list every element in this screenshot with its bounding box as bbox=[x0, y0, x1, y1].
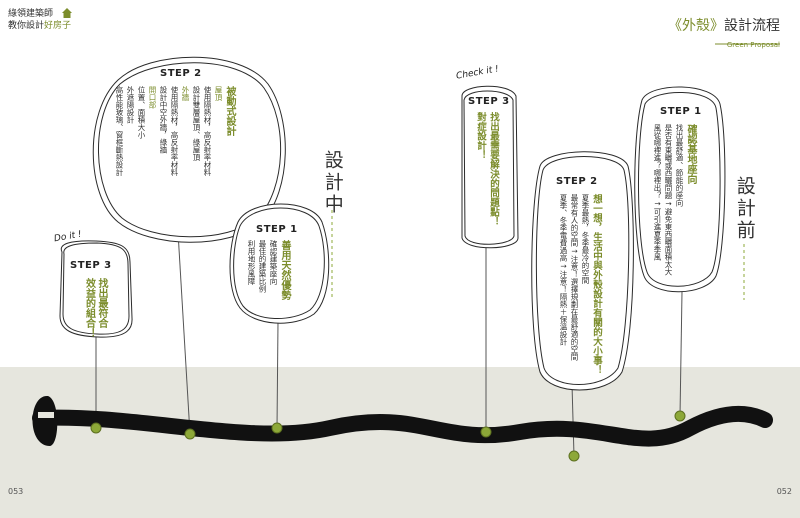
roof-line2: 設計雙層屋頂、綠屋頂 bbox=[192, 86, 201, 161]
right-step2-label: STEP 2 bbox=[556, 176, 598, 187]
right-step3-text: 找出最需要解決的問題點！ 對症設計！ bbox=[474, 112, 500, 226]
left-step1-line1: 確認建築座向 bbox=[269, 240, 278, 285]
wall-label: 外牆 bbox=[181, 86, 190, 101]
wall-line2: 設計中空外牆，綠牆 bbox=[159, 86, 168, 154]
road bbox=[32, 395, 773, 447]
phase-dashes bbox=[331, 210, 745, 300]
book-title-line2b: 好房子 bbox=[44, 21, 72, 31]
left-step3-label: STEP 3 bbox=[70, 260, 112, 271]
opening-line2: 外遮陽設計 bbox=[126, 86, 135, 124]
right-step1-line3: 風從哪裡進？哪裡出？→可引進夏季季風 bbox=[653, 124, 662, 261]
left-step3-line1: 找出最符合 bbox=[96, 278, 107, 328]
right-step2-text: 想一想，生活中與外殼設計有關的大小事！ 夏季最熱，冬季最冷的空間 最常有人的空間… bbox=[558, 194, 602, 375]
chapter-title-text: 設計流程 bbox=[724, 18, 780, 34]
book-title-line1: 綠領建築師 bbox=[8, 9, 54, 19]
left-step3-line2: 效益的組合！ bbox=[83, 278, 95, 338]
milestone-dots bbox=[90, 410, 686, 462]
left-step2-text: 被動式設計 屋頂 使用隔熱材，高反射率材料 設計雙層屋頂、綠屋頂 外牆 使用隔熱… bbox=[114, 86, 235, 214]
page-number-left: 053 bbox=[8, 487, 24, 496]
chapter-title: 《外殼》設計流程 Green Proposal bbox=[668, 15, 780, 49]
chapter-subtitle: Green Proposal bbox=[726, 41, 780, 49]
left-step1-line3: 利用地形風障 bbox=[247, 240, 256, 285]
opening-line3: 高性能玻璃、窗框斷熱設計 bbox=[115, 86, 124, 176]
roof-label: 屋頂 bbox=[214, 86, 223, 101]
house-icon bbox=[62, 8, 72, 18]
right-step2-line3: 夏季、冬季電費過高→注意！隔熱＋保溫設計 bbox=[559, 194, 568, 346]
right-step1-text: 確認基地座向 找出最舒適、節能的座向 是否有東曬或西曬問題→避免東西曬面積太大 … bbox=[652, 124, 696, 276]
right-step3-line1: 找出最需要解決的問題點！ bbox=[488, 112, 499, 226]
left-step1-line2: 最佳的建築比例 bbox=[258, 240, 267, 293]
phase-during: 設計中 bbox=[321, 150, 344, 216]
right-step2-line1: 夏季最熱，冬季最冷的空間 bbox=[581, 194, 590, 284]
left-step3-text: 找出最符合 效益的組合！ bbox=[82, 278, 108, 338]
bubbles bbox=[59, 56, 726, 391]
right-step2-heading: 想一想，生活中與外殼設計有關的大小事！ bbox=[591, 194, 602, 375]
left-step2-heading: 被動式設計 bbox=[224, 86, 235, 136]
page-number-right: 052 bbox=[776, 487, 792, 496]
opening-line1: 位置、面積大小 bbox=[137, 86, 146, 139]
right-step1-line2: 是否有東曬或西曬問題→避免東西曬面積太大 bbox=[664, 124, 673, 276]
book-title-line2a: 教你設計 bbox=[8, 21, 45, 31]
phase-before: 設計前 bbox=[733, 176, 756, 242]
right-step1-heading: 確認基地座向 bbox=[685, 124, 696, 184]
chapter-title-bracket: 《外殼》 bbox=[668, 18, 724, 34]
book-title: 綠領建築師 教你設計好房子 bbox=[8, 8, 71, 32]
right-step3-line2: 對症設計！ bbox=[475, 112, 486, 160]
wall-line1: 使用隔熱材，高反射率材料 bbox=[170, 86, 179, 176]
left-step2-label: STEP 2 bbox=[160, 68, 202, 79]
right-step1-line1: 找出最舒適、節能的座向 bbox=[675, 124, 684, 207]
right-step3-label: STEP 3 bbox=[468, 96, 510, 107]
left-step1-label: STEP 1 bbox=[256, 224, 298, 235]
opening-label: 開口部 bbox=[148, 86, 157, 109]
right-step2-line2: 最常有人的空間→注意！選擇規劃在最舒適的空間 bbox=[570, 194, 579, 361]
left-step1-heading: 善用天然優勢 bbox=[279, 240, 290, 300]
roof-line1: 使用隔熱材，高反射率材料 bbox=[203, 86, 212, 176]
right-step1-label: STEP 1 bbox=[660, 106, 702, 117]
bubble-stems bbox=[95, 231, 683, 457]
left-step1-text: 善用天然優勢 確認建築座向 最佳的建築比例 利用地形風障 bbox=[246, 240, 290, 300]
